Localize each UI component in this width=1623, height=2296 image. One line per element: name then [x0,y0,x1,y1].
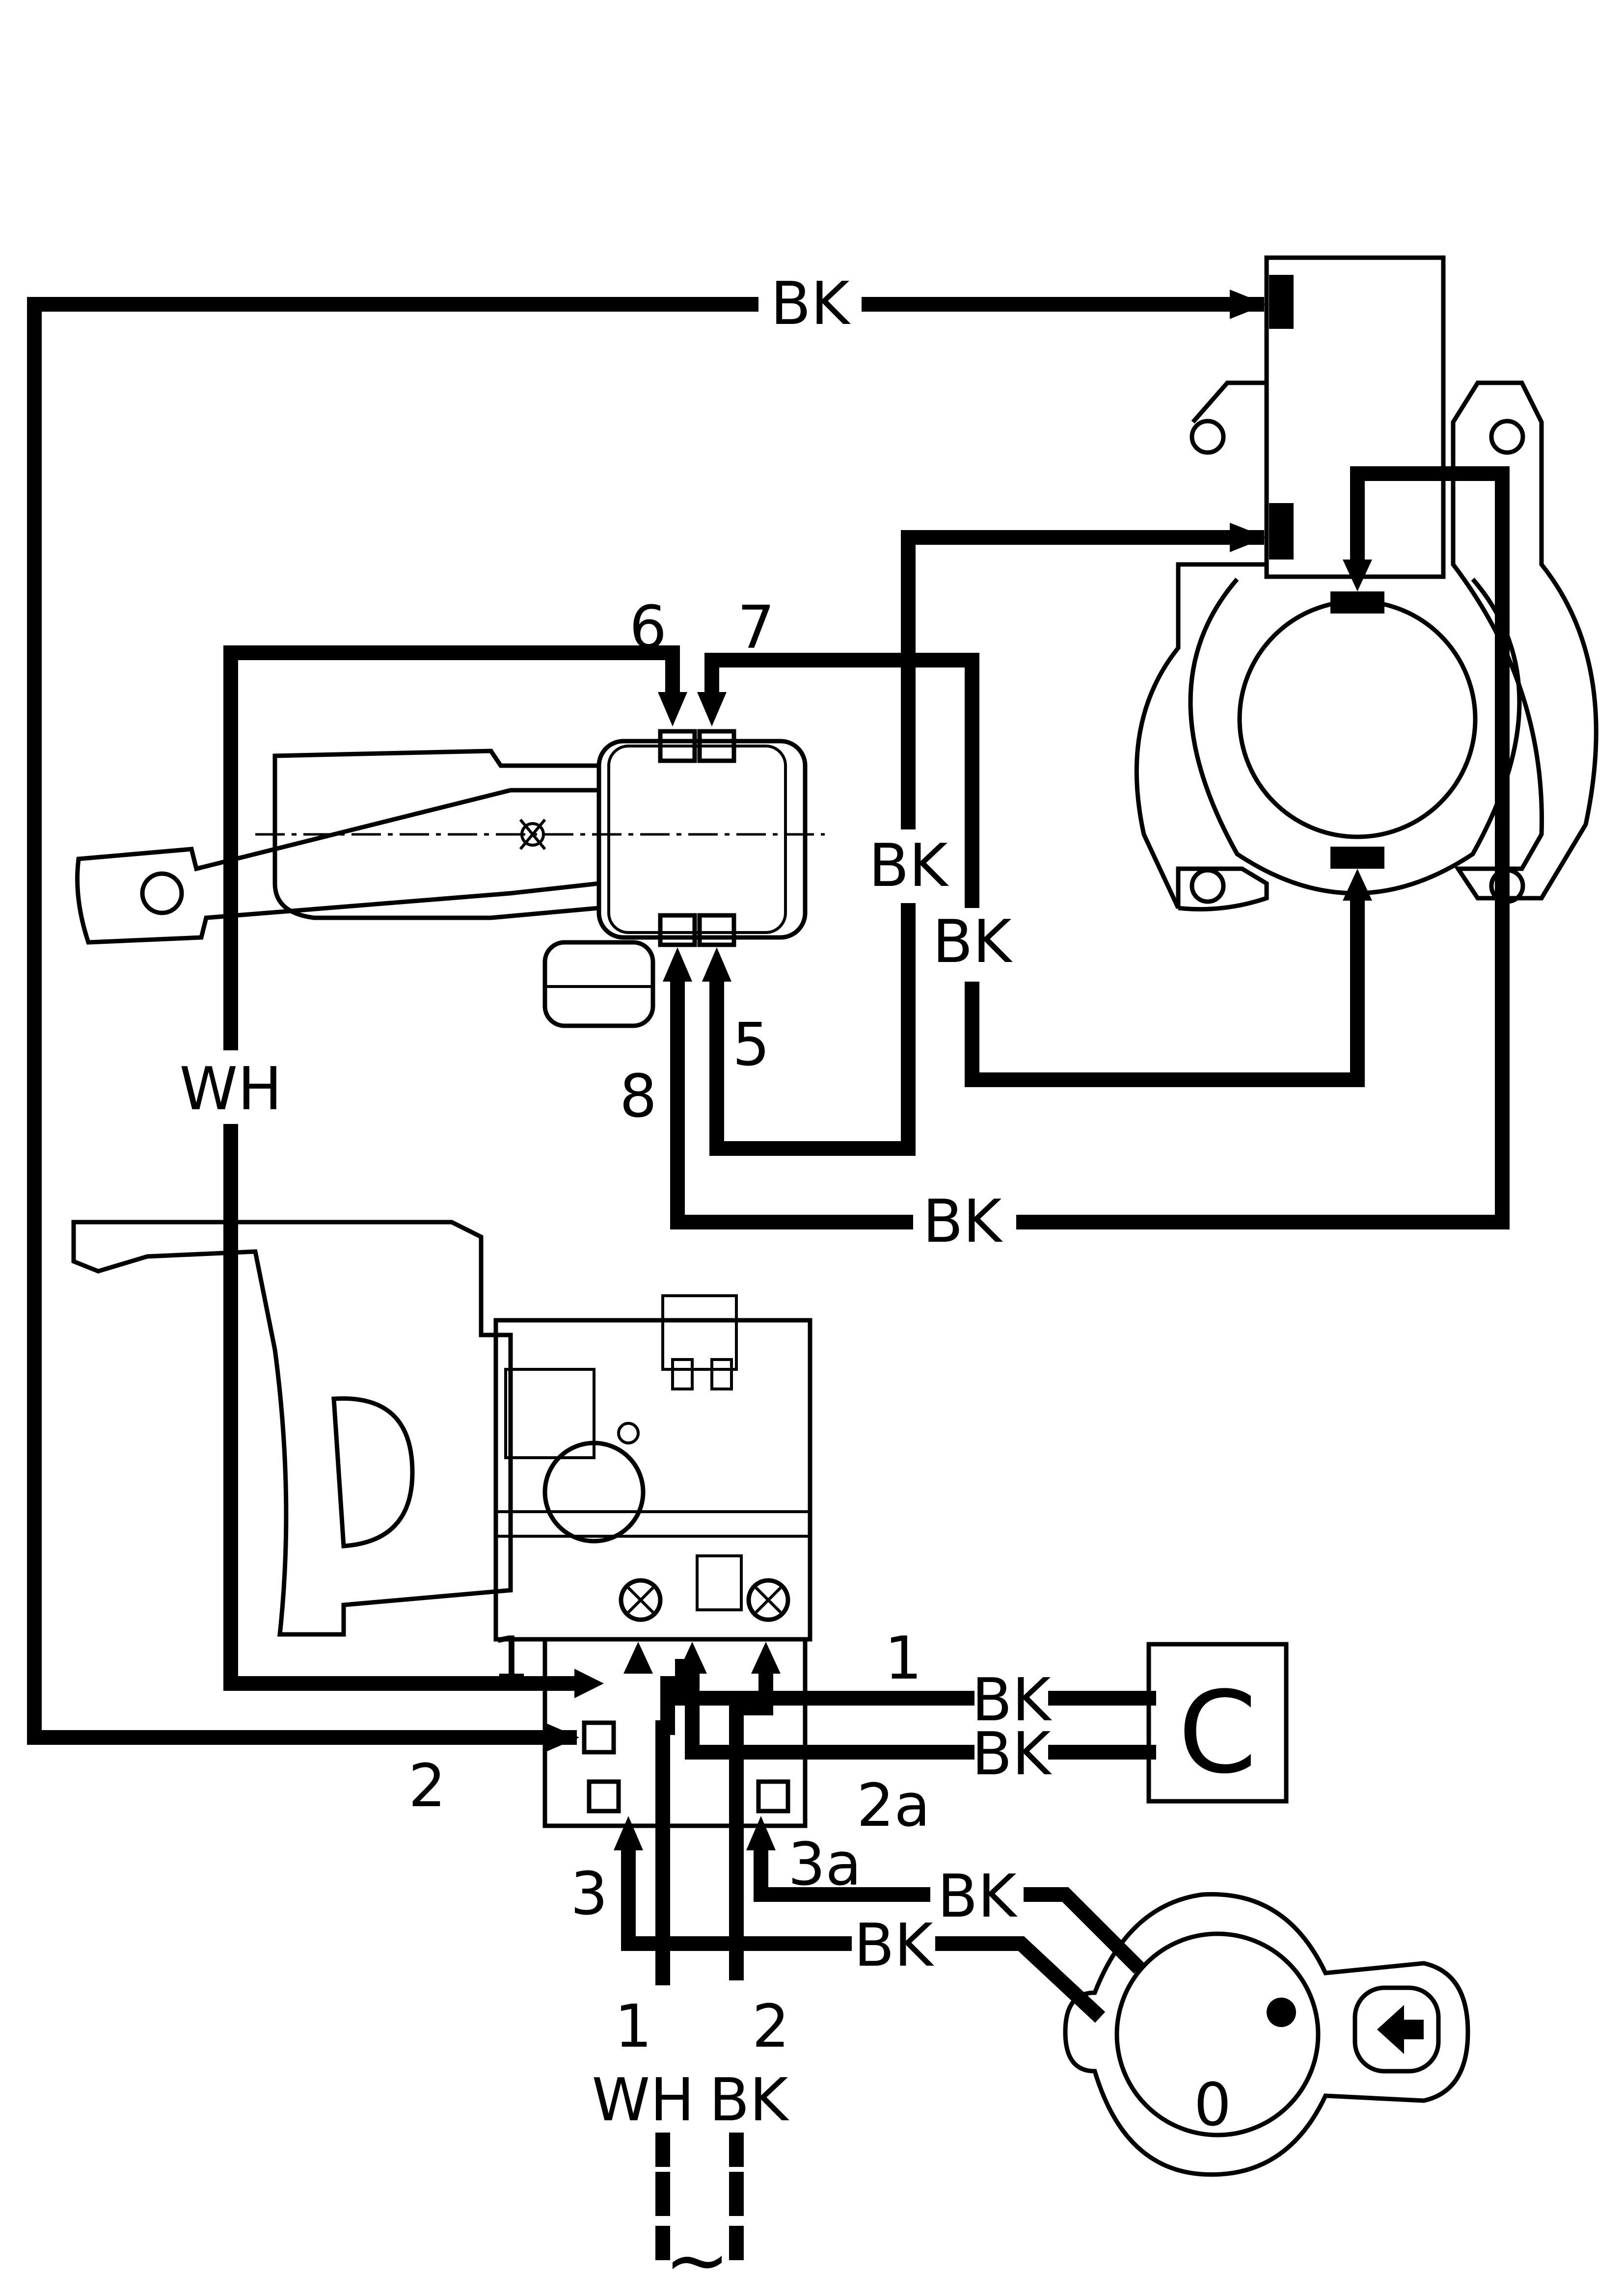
wire-label-mains-wh: WH [592,2066,695,2135]
arrow-terminal-6 [658,692,687,726]
arrow-brush-top [1343,560,1372,591]
terminal-label-8: 8 [620,1063,657,1131]
motor-brush-bottom [1330,847,1384,869]
arrow-switch-1 [574,1669,604,1698]
wire-label-bk-cap-2: BK [972,1720,1052,1789]
mains-supply: ~ [664,2214,730,2296]
arrow-terminal-5 [702,947,731,982]
selector-position-label: 0 [1194,2071,1231,2139]
wire-label-wh: WH [180,1055,282,1123]
motor-housing [1134,380,1598,911]
reversing-unit [75,729,825,1028]
arrow-switch-top-a [623,1642,653,1674]
arrow-switch-3a [746,1816,776,1850]
arrow-switch-2 [545,1723,579,1752]
ac-symbol: ~ [664,2214,730,2296]
wire-label-top-bk: BK [770,270,851,338]
switch-label-2: 2 [408,1752,446,1820]
terminal-label-6: 6 [629,594,667,662]
selector-dial [1114,1931,1321,2137]
mains-label-1: 1 [615,1993,652,2061]
wire-label-bk-sel-2: BK [854,1912,934,1980]
wire-labels: BK WH BK BK BK BK BK BK BK WH BK [180,265,1053,2135]
motor-field-terminal-lower [1269,503,1294,560]
wire-label-bk-mid-left: BK [868,832,949,900]
wire-label-bk-bottom: BK [922,1188,1003,1256]
wire-label-mains-bk: BK [709,2066,789,2135]
arrow-switch-3 [614,1816,643,1850]
capacitor-label: C [1178,1668,1257,1799]
capacitor: C [1146,1642,1289,1804]
terminal-5-connector [697,913,736,947]
arrow-brush-bottom [1343,869,1372,901]
wire-label-bk-mid-right: BK [932,908,1013,976]
switch-label-1-right: 1 [885,1625,922,1693]
terminal-8-connector [658,913,697,947]
arrow-switch-top-c [751,1642,781,1674]
terminal-numbers: 6 7 5 8 1 1 2 2a 3 3a 1 2 [408,594,930,2061]
arrow-switch-top-b [677,1642,707,1674]
selector-switch: 0 [1063,1892,1470,2177]
switch-screw-right [746,1578,790,1622]
arrow-terminal-8 [663,947,692,982]
terminal-7-connector [697,729,736,763]
capacitor-box [1146,1642,1289,1804]
arrow-left-icon [1377,2005,1424,2054]
terminal-label-5: 5 [732,1011,770,1079]
wires [27,290,1510,2260]
wire-label-bk-cap-1: BK [972,1666,1052,1735]
switch-label-3a: 3a [788,1831,862,1899]
switch-label-2a: 2a [857,1772,930,1840]
switch-drum [542,940,655,1028]
terminal-label-7: 7 [737,594,775,662]
trigger-switch [71,1220,812,1828]
terminal-arrows [545,560,1372,1850]
switch-screw-left [619,1578,663,1622]
switch-label-3: 3 [570,1860,608,1928]
terminal-6-connector [658,729,697,763]
mains-label-2: 2 [752,1993,789,2061]
wire-label-bk-sel-1: BK [937,1863,1018,1931]
motor-brush-top [1330,591,1384,614]
switch-label-1-left: 1 [492,1625,529,1693]
arrow-terminal-7 [697,692,727,726]
motor [1134,255,1598,911]
selector-indicator-dot [1267,1998,1296,2027]
motor-stator [1188,578,1522,896]
motor-field-terminal-upper [1269,275,1294,329]
